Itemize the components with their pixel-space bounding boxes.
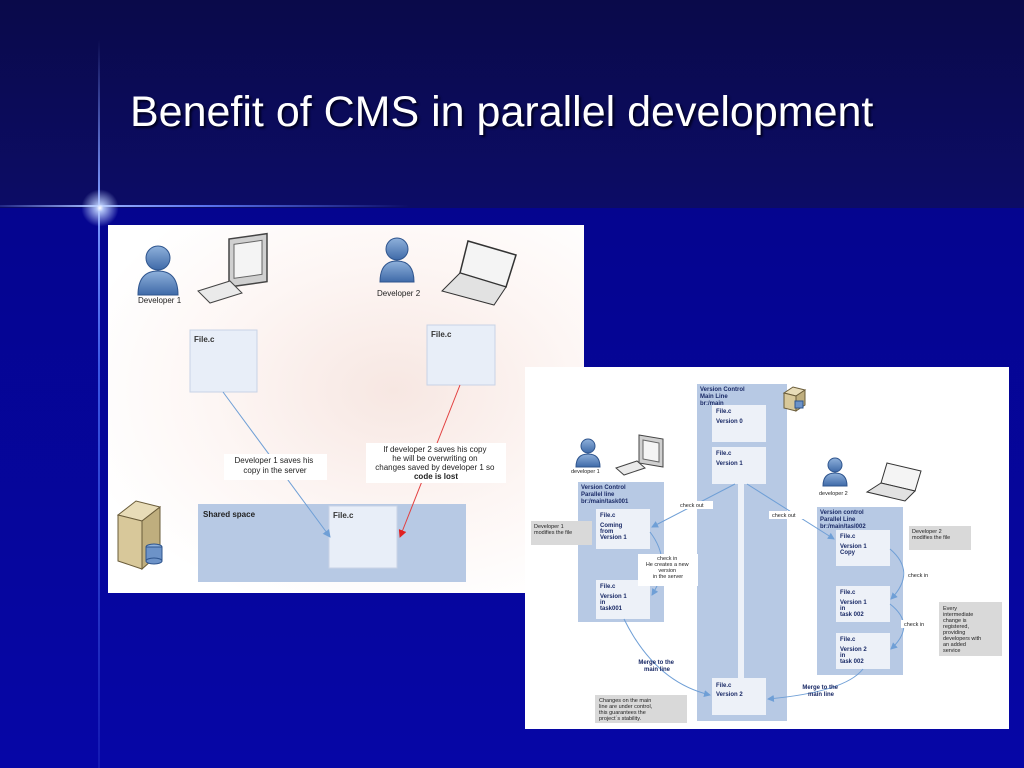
overwrite-diagram-panel: Developer 1 Developer 2 File.c File.c Sh…: [108, 225, 584, 593]
server-icon: [116, 500, 163, 571]
developer2-note: If developer 2 saves his copy he will be…: [375, 445, 496, 481]
check-in-right1-label-bg: [905, 571, 939, 579]
parallel-line2-box2-label: File.c Version 1 in task 002: [840, 590, 868, 618]
check-out-right-label: check out: [772, 513, 796, 519]
decorative-vertical-line: [98, 40, 100, 768]
laptop-icon: [865, 462, 922, 502]
shared-space-label: Shared space: [203, 510, 256, 519]
developer2-label: developer 2: [819, 491, 848, 497]
developer2-modifies-note: [909, 526, 971, 550]
developer1-modifies-text: Developer 1 modifies the file: [534, 524, 572, 536]
version-control-diagram-panel: Version Control Main Line br:/main File.…: [525, 367, 1009, 729]
main-version0-label: File.c Version 0: [716, 409, 743, 425]
intermediate-change-text: Every intermediate change is registered,…: [943, 606, 983, 654]
developer1-note: Developer 1 saves his copy in the server: [235, 456, 316, 475]
intermediate-change-note: [939, 602, 1002, 656]
parallel-line1-box1: [596, 509, 650, 549]
main-version1-label: File.c Version 1: [716, 451, 743, 467]
merge-left-arrow: [623, 618, 711, 698]
slide-title: Benefit of CMS in parallel development: [130, 88, 874, 136]
check-in-right1-arrow: [889, 548, 905, 600]
check-out-left-label-bg: [677, 501, 713, 509]
parallel-line1-box2-label: File.c Version 1 in task001: [600, 584, 628, 612]
developer2-file-box: [426, 324, 496, 386]
check-in-right2-label: check in: [904, 622, 924, 628]
developer2-label: Developer 2: [377, 289, 421, 298]
parallel-line2-box2: [836, 586, 890, 622]
main-line-stem: [738, 484, 744, 678]
main-line-stability-note: [595, 695, 687, 723]
main-line-title: Version Control Main Line br:/main: [700, 387, 746, 407]
parallel-line2-box1: [836, 530, 890, 566]
overwrite-diagram: Developer 1 Developer 2 File.c File.c Sh…: [116, 232, 517, 582]
developer1-person-icon: [137, 245, 179, 296]
parallel-line2-title: Version control Parallel Line br:/main/t…: [820, 510, 866, 530]
check-in-left-label-bg: [638, 554, 698, 586]
developer2-modifies-text: Developer 2 modifies the file: [912, 529, 950, 541]
server-file-label: File.c: [333, 511, 354, 520]
server-icon: [782, 386, 807, 412]
developer2-person-icon: [379, 237, 415, 283]
desktop-computer-icon: [615, 434, 664, 476]
developer1-modifies-note: [531, 521, 592, 545]
merge-left-label: Merge to the main line: [638, 660, 675, 673]
developer1-file-label: File.c: [194, 335, 215, 344]
check-in-left-label: check in He creates a new version in the…: [646, 556, 690, 580]
merge-right-arrow: [767, 668, 864, 702]
main-version2-box: [712, 678, 766, 715]
desktop-computer-icon: [197, 232, 268, 304]
main-version2-label: File.c Version 2: [716, 683, 743, 698]
parallel-line2-box3: [836, 633, 890, 669]
check-in-right2-label-bg: [901, 620, 935, 628]
parallel-line1-title: Version Control Parallel line br:/main/t…: [581, 485, 629, 505]
developer2-note-background: [366, 443, 506, 483]
developer2-person-icon: [822, 457, 848, 487]
developer1-note-background: [224, 454, 327, 480]
check-out-right-label-bg: [769, 511, 805, 519]
developer1-person-icon: [575, 438, 601, 468]
main-version0-box: [712, 405, 766, 442]
merge-right-label: Merge to the main line: [802, 685, 839, 698]
check-in-right1-label: check in: [908, 573, 928, 579]
title-band: [0, 0, 1024, 208]
developer1-label: Developer 1: [138, 296, 182, 305]
decorative-horizontal-line: [0, 205, 1024, 207]
decorative-sparkle: [78, 186, 122, 230]
check-out-left-label: check out: [680, 503, 704, 509]
parallel-line1-box2: [596, 580, 650, 619]
server-file-box: [328, 505, 398, 569]
developer1-label: developer 1: [571, 469, 600, 475]
parallel-line2-box3-label: File.c Version 2 in task 002: [840, 637, 868, 665]
parallel-line2-box1-label: File.c Version 1 Copy: [840, 534, 868, 556]
developer1-file-box: [189, 329, 258, 393]
main-version1-box: [712, 447, 766, 484]
main-line-stability-text: Changes on the main line are under contr…: [599, 698, 654, 722]
version-control-diagram: Version Control Main Line br:/main File.…: [531, 384, 1002, 723]
laptop-icon: [441, 240, 517, 306]
parallel-line1-box1-label: File.c Coming from Version 1: [600, 513, 627, 541]
developer2-file-label: File.c: [431, 330, 452, 339]
